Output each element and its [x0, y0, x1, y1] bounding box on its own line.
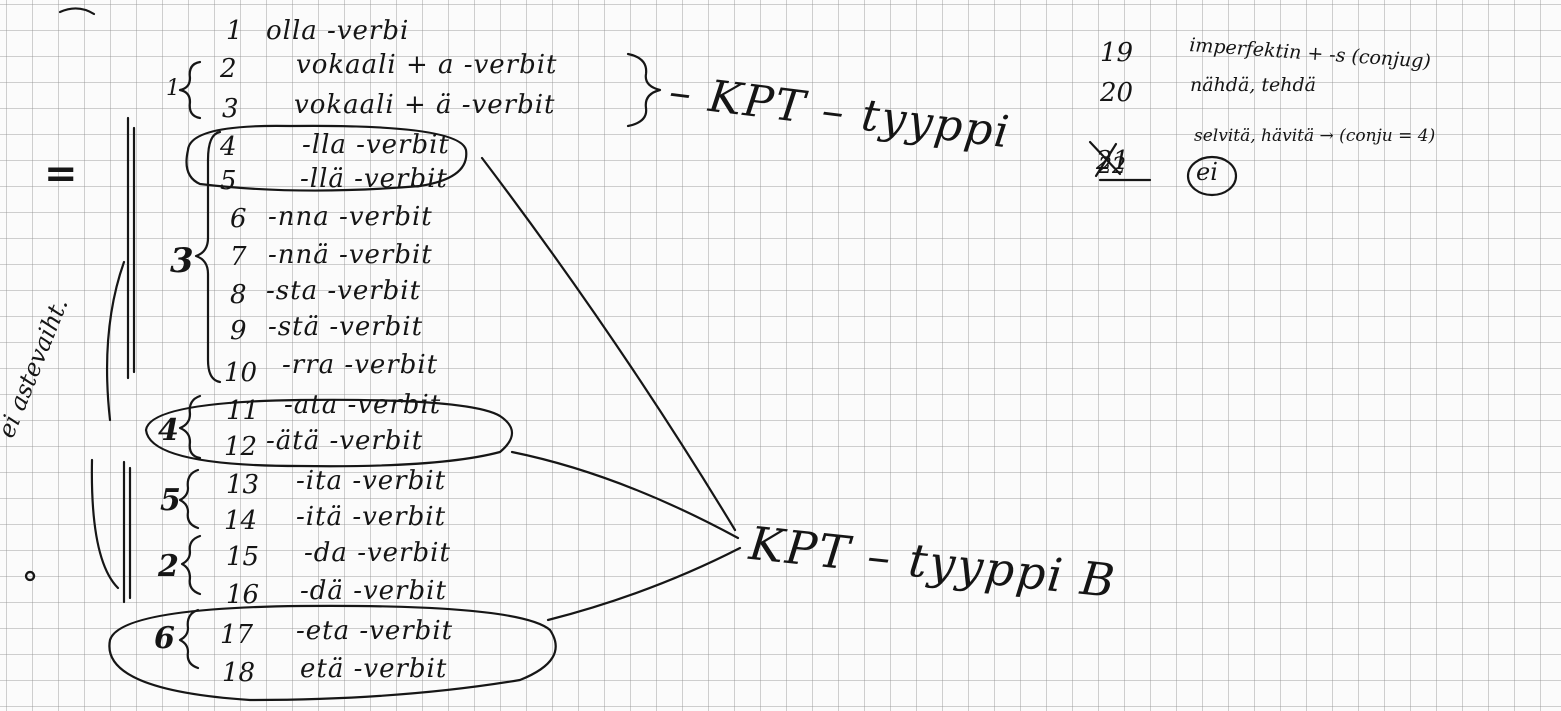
row-verb: etä -verbit [300, 654, 448, 684]
row-verb: -stä -verbit [268, 312, 424, 342]
row-verb: -ata -verbit [284, 390, 442, 420]
right-row-number: 19 [1100, 38, 1134, 68]
row-number: 6 [230, 204, 247, 234]
row-verb: -sta -verbit [266, 276, 422, 306]
row-verb: -ätä -verbit [266, 426, 424, 456]
row-number: 13 [226, 470, 260, 500]
row-number: 2 [220, 54, 237, 84]
right-row-number: 21 [1096, 146, 1130, 176]
row-number: 3 [222, 94, 239, 124]
brace-group-6 [178, 608, 200, 670]
right-row-number: 20 [1100, 78, 1134, 108]
kpt-b-line-low [546, 546, 742, 622]
right-row-text: selvitä, hävitä → (conju = 4) [1194, 126, 1436, 146]
row-number: 12 [224, 432, 258, 462]
side-arc [90, 458, 120, 590]
corner-mark [58, 7, 96, 16]
row-verb: -rra -verbit [282, 350, 439, 380]
group-label-5: 5 [160, 483, 181, 518]
row-verb: -itä -verbit [296, 502, 447, 532]
row-number: 16 [226, 580, 260, 610]
row-verb: -lla -verbit [302, 130, 450, 160]
circle-ei [1186, 155, 1238, 197]
row-verb: -llä -verbit [300, 164, 448, 194]
row-number: 7 [230, 242, 247, 272]
row-verb: -da -verbit [304, 538, 451, 568]
oval-4-5 [185, 124, 468, 192]
row-number: 14 [224, 506, 258, 536]
side-mark: = [44, 150, 78, 197]
row-number: 10 [224, 358, 258, 388]
kpt-b-line-top [480, 156, 737, 532]
row-number: 17 [220, 620, 254, 650]
side-circle [24, 570, 36, 582]
row-number: 18 [222, 658, 256, 688]
row-number: 1 [226, 16, 243, 46]
row-number: 11 [226, 396, 260, 426]
brace-kpt-a [626, 52, 662, 128]
group-label-2: 2 [158, 549, 179, 584]
brace-group-4 [178, 394, 202, 460]
row-verb: -nnä -verbit [268, 240, 433, 270]
oval-11-12 [144, 398, 514, 468]
row-verb: -eta -verbit [296, 616, 454, 646]
row-number: 15 [226, 542, 260, 572]
cross-21-b [1094, 142, 1118, 178]
row-verb: vokaali + a -verbit [296, 50, 558, 80]
group-label-4: 4 [158, 413, 179, 448]
group-label-3: 3 [170, 241, 194, 281]
group-label-1: 1 [166, 76, 180, 101]
brace-group-3 [194, 130, 222, 384]
cross-21 [1088, 140, 1122, 176]
row-verb: olla -verbi [266, 16, 410, 46]
right-row-text: ei [1196, 158, 1218, 186]
right-row-text: nähdä, tehdä [1190, 74, 1316, 96]
brace-2-3 [178, 60, 202, 120]
group-label-6: 6 [154, 621, 175, 656]
right-row-number: 22 [1098, 154, 1126, 179]
kpt-b-line-mid [510, 450, 740, 540]
row-number: 4 [220, 132, 237, 162]
row-verb: -nna -verbit [268, 202, 433, 232]
brace-group-5 [178, 468, 200, 530]
row-number: 9 [230, 316, 247, 346]
row-verb: -ita -verbit [296, 466, 447, 496]
row-verb: vokaali + ä -verbit [294, 90, 556, 120]
row-number: 5 [220, 166, 237, 196]
brace-group-2 [180, 534, 202, 596]
row-number: 8 [230, 280, 247, 310]
row-verb: -dä -verbit [300, 576, 447, 606]
bar-connector [105, 260, 126, 422]
oval-17-18 [108, 604, 557, 702]
